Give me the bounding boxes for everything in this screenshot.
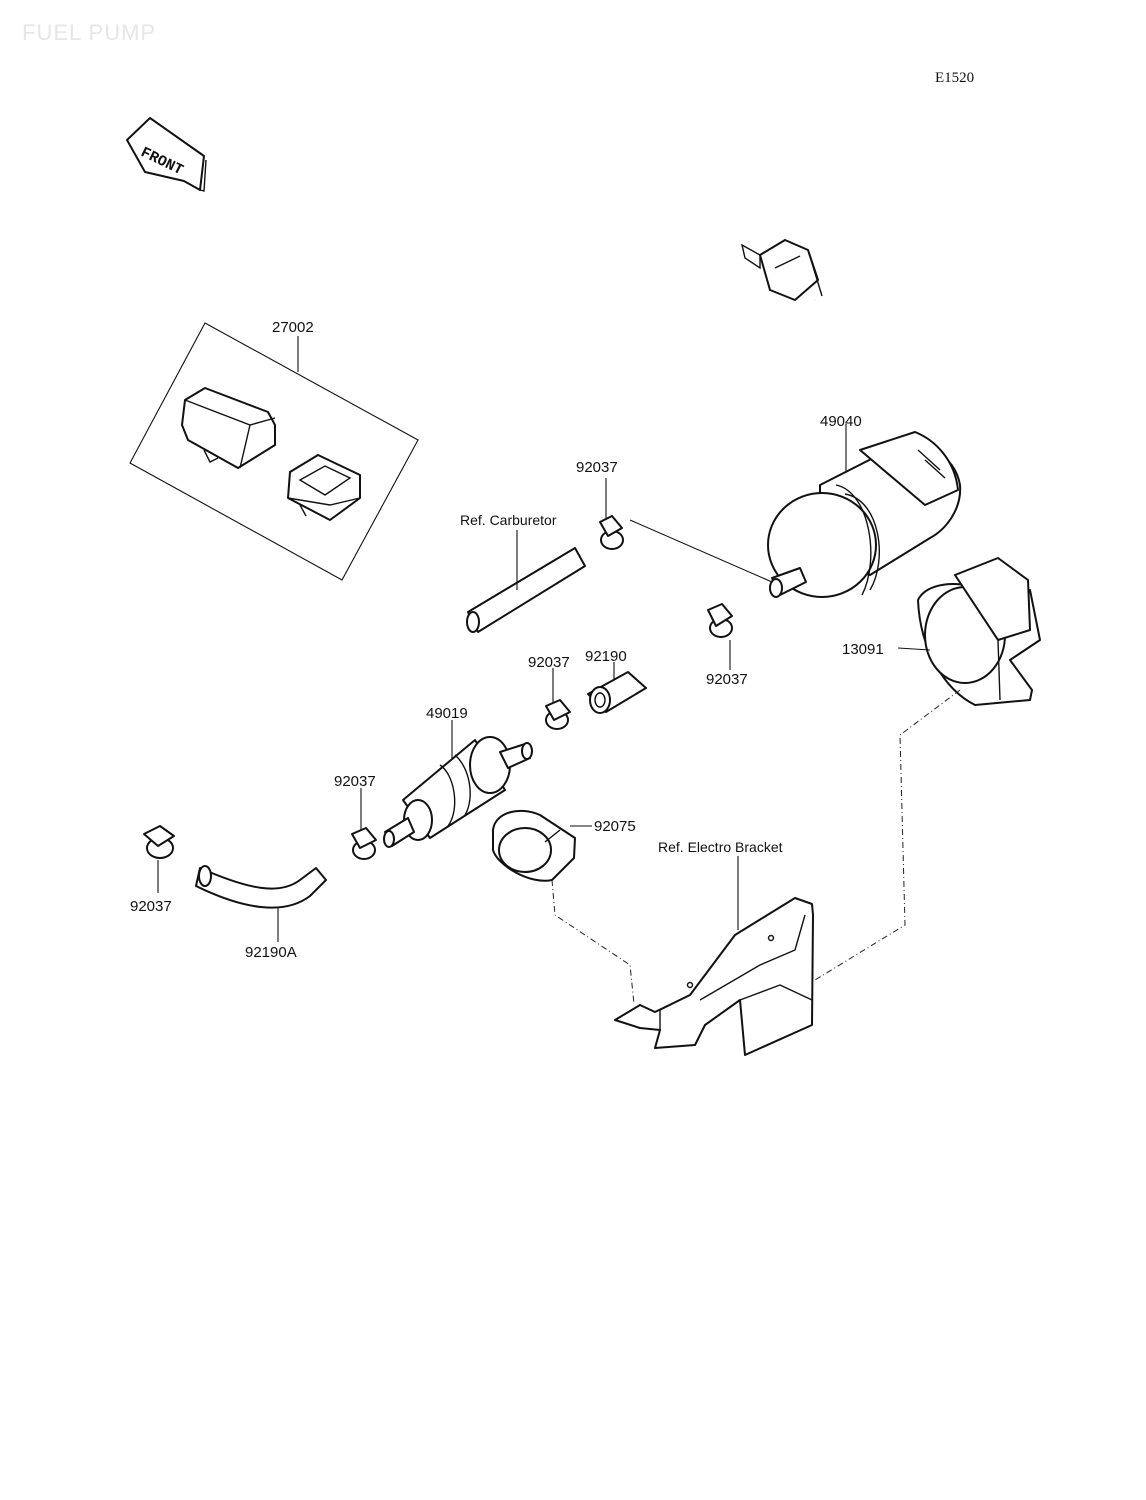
label-relay-kit: 27002 bbox=[272, 319, 314, 336]
pump-bracket-group: 13091 bbox=[814, 557, 1041, 981]
label-filter-holder: 92075 bbox=[594, 818, 636, 835]
pump-coupler-icon bbox=[740, 239, 823, 301]
label-fuel-pump: 49040 bbox=[820, 413, 862, 430]
electro-bracket-group: Ref. Electro Bracket bbox=[614, 839, 814, 1056]
label-short-hose: 92190 bbox=[585, 648, 627, 665]
short-hose-icon: 92190 bbox=[585, 648, 647, 714]
label-clamp-left: 92037 bbox=[130, 898, 172, 915]
carburetor-hose-icon: Ref. Carburetor bbox=[460, 512, 586, 633]
label-clamp-upper: 92037 bbox=[576, 459, 618, 476]
ref-electro-bracket: Ref. Electro Bracket bbox=[658, 839, 783, 855]
hose-clamp-filter-in-icon: 92037 bbox=[334, 773, 377, 860]
bent-hose-icon: 92190A bbox=[195, 865, 327, 961]
watermark-title: FUEL PUMP bbox=[22, 20, 156, 45]
pump-bracket-icon bbox=[917, 557, 1041, 706]
label-bent-hose: 92190A bbox=[245, 944, 297, 961]
connector-icon bbox=[287, 454, 361, 521]
label-pump-bracket: 13091 bbox=[842, 641, 884, 658]
diagram-code: E1520 bbox=[935, 70, 974, 86]
electro-bracket-icon bbox=[614, 897, 814, 1056]
hose-clamp-filter-out-icon: 92037 bbox=[528, 654, 571, 730]
front-arrow-icon: FRONT bbox=[126, 117, 207, 192]
filter-holder-icon bbox=[492, 809, 576, 882]
fuel-filter-group: 49019 bbox=[383, 705, 533, 848]
relay-kit-group: 27002 bbox=[129, 319, 419, 581]
hose-clamp-left-icon: 92037 bbox=[130, 825, 175, 915]
label-clamp-filter-in: 92037 bbox=[334, 773, 376, 790]
label-clamp-filter-out: 92037 bbox=[528, 654, 570, 671]
filter-holder-group: 92075 bbox=[492, 809, 636, 1005]
fuel-filter-icon bbox=[383, 736, 533, 848]
fuel-pump-icon bbox=[767, 431, 962, 598]
hose-clamp-upper-icon: 92037 bbox=[576, 459, 773, 583]
label-fuel-filter: 49019 bbox=[426, 705, 468, 722]
relay-icon bbox=[181, 387, 276, 469]
hose-clamp-right-icon: 92037 bbox=[706, 603, 748, 688]
label-clamp-right: 92037 bbox=[706, 671, 748, 688]
ref-carburetor: Ref. Carburetor bbox=[460, 512, 557, 528]
fuel-pump-group: 49040 bbox=[740, 239, 975, 598]
